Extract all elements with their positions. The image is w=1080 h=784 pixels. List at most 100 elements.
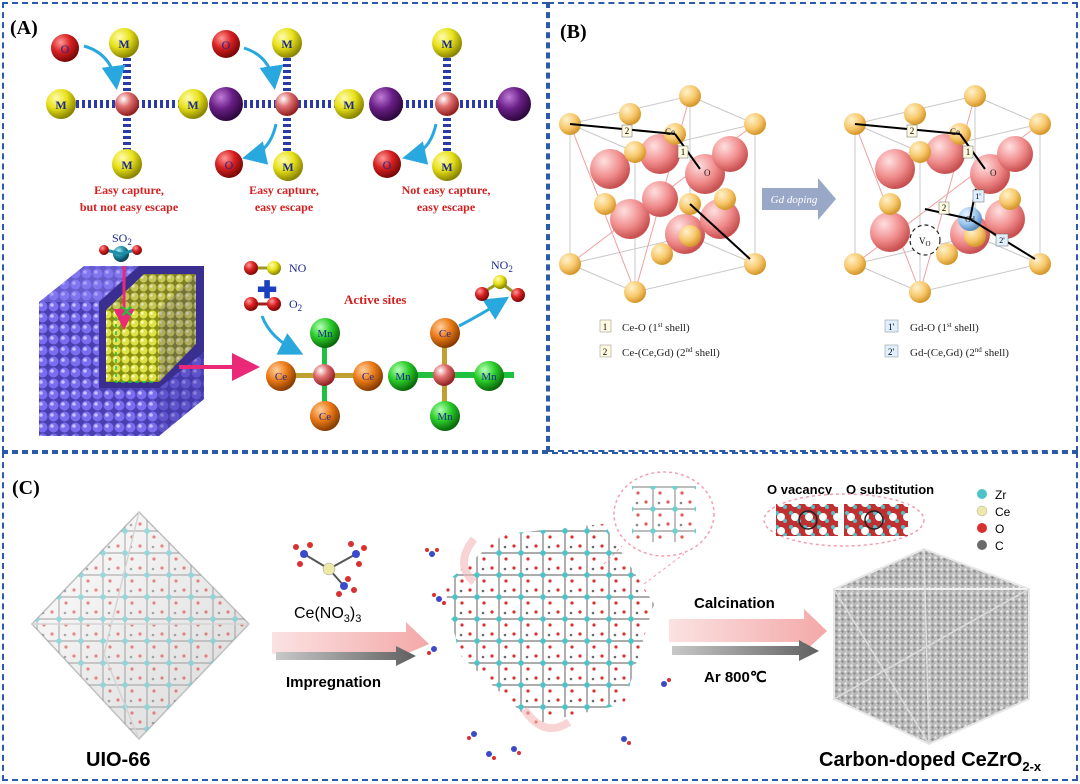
panel-a: (A) M M M M O Easy capture, but not easy… xyxy=(2,2,548,452)
green-cross: ✕ xyxy=(120,304,133,321)
center-atom xyxy=(275,92,299,116)
legend-item: 2' Gd-(Ce,Gd) (2nd shell) xyxy=(884,344,1009,359)
m-atom xyxy=(178,89,208,119)
legend-item: 1' Gd-O (1st shell) xyxy=(884,319,979,334)
svg-text:2': 2' xyxy=(999,236,1005,245)
ce-mn-site-2: Ce Mn Mn Mn xyxy=(388,296,514,431)
svg-text:Zr: Zr xyxy=(995,488,1006,502)
svg-text:O: O xyxy=(61,42,70,56)
no-label: NO xyxy=(289,261,307,275)
svg-text:M: M xyxy=(282,160,293,174)
svg-text:2': 2' xyxy=(888,347,895,357)
panel-c-svg: (C) UIO-66 Ce(NO3)3 xyxy=(12,471,1042,774)
svg-text:Ce: Ce xyxy=(319,411,331,423)
svg-text:O: O xyxy=(383,158,392,172)
adsorb-arrow xyxy=(260,315,304,355)
panel-b-svg: (B) Ce xyxy=(559,21,1051,359)
svg-text:M: M xyxy=(441,160,452,174)
legend-item: O xyxy=(977,522,1004,536)
purple-atom xyxy=(369,87,403,121)
caption-line-1: Easy capture, xyxy=(94,183,164,197)
center-atom xyxy=(115,92,139,116)
svg-text:Gd-O (1st shell): Gd-O (1st shell) xyxy=(910,321,979,334)
motif-easy-capture-easy-escape: M M M O O Easy capture, easy escape xyxy=(209,28,364,214)
legend-item: 1 Ce-O (1st shell) xyxy=(599,319,690,334)
panel-a-svg: (A) M M M M O Easy capture, but not easy… xyxy=(10,17,531,436)
vo-label: VO xyxy=(919,236,931,248)
uio66-label: UIO-66 xyxy=(86,749,150,771)
o-atom xyxy=(373,150,401,178)
panel-c: (C) UIO-66 Ce(NO3)3 xyxy=(2,452,1078,781)
ce-mn-site-1: Mn Ce Ce Ce xyxy=(266,318,383,431)
svg-text:M: M xyxy=(55,98,66,112)
m-atom xyxy=(334,89,364,119)
m-atom xyxy=(112,149,142,179)
product-label: Carbon-doped CeZrO2-x xyxy=(819,749,1042,774)
motif-easy-capture-not-escape: M M M M O Easy capture, but not easy esc… xyxy=(46,28,208,214)
legend-item: Ce xyxy=(976,505,1011,519)
svg-text:O: O xyxy=(222,38,231,52)
m-atom xyxy=(273,151,303,181)
calcination-arrow-gray xyxy=(672,640,819,661)
ar-condition-label: Ar 800℃ xyxy=(704,669,767,686)
o-substitution-strip xyxy=(844,504,908,536)
svg-text:M: M xyxy=(187,98,198,112)
svg-text:Ce: Ce xyxy=(362,371,374,383)
legend-item: 2 Ce-(Ce,Gd) (2nd shell) xyxy=(599,344,720,359)
caption-line-2: but not easy escape xyxy=(80,200,179,214)
active-sites-label: Active sites xyxy=(344,292,406,307)
o2-label: O2 xyxy=(289,297,302,313)
impregnation-arrow-gray xyxy=(276,646,416,666)
impregnation-arrow-pink xyxy=(272,622,429,654)
svg-text:M: M xyxy=(343,98,354,112)
svg-text:Ce-O (1st shell): Ce-O (1st shell) xyxy=(622,321,690,334)
svg-text:Ce: Ce xyxy=(439,328,451,340)
svg-text:2: 2 xyxy=(603,347,608,357)
svg-text:O: O xyxy=(990,168,997,178)
svg-text:1: 1 xyxy=(966,147,971,157)
m-atom xyxy=(109,28,139,58)
reactants: NO ✚ O2 Active sites xyxy=(244,261,406,355)
no2-product: NO2 xyxy=(475,258,525,302)
panel-b: (B) Ce xyxy=(548,2,1078,452)
impregnation-label: Impregnation xyxy=(286,674,381,691)
svg-text:Ce: Ce xyxy=(665,127,675,137)
capture-arrow xyxy=(243,46,284,90)
o-vacancy-label: O vacancy xyxy=(767,482,833,497)
o-atom xyxy=(51,34,79,62)
svg-text:Ce: Ce xyxy=(950,127,960,137)
svg-text:Ce: Ce xyxy=(275,371,287,383)
capture-arrow xyxy=(83,44,126,90)
purple-atom xyxy=(209,87,243,121)
calcination-label: Calcination xyxy=(694,595,775,612)
svg-text:2: 2 xyxy=(942,203,947,213)
o-vacancy-strip xyxy=(776,504,838,536)
cezro2-octahedron: Carbon-doped CeZrO2-x xyxy=(819,547,1042,774)
svg-text:Gd-(Ce,Gd) (2nd shell): Gd-(Ce,Gd) (2nd shell) xyxy=(910,346,1009,359)
svg-text:Mn: Mn xyxy=(317,328,333,340)
svg-text:Ce: Ce xyxy=(995,505,1011,519)
desorb-arrow xyxy=(458,296,510,328)
svg-text:O: O xyxy=(225,158,234,172)
ce-nitrate-molecule: Ce(NO3)3 xyxy=(293,541,367,625)
oxygen-vacancy xyxy=(909,224,941,256)
o-substitution-label: O substitution xyxy=(846,482,934,497)
svg-text:O: O xyxy=(995,522,1004,536)
svg-text:Mn: Mn xyxy=(437,411,453,423)
svg-text:1: 1 xyxy=(681,147,686,157)
uio66-octahedron: UIO-66 xyxy=(30,510,251,771)
svg-text:O: O xyxy=(704,168,711,178)
ce-nitrate-label: Ce(NO3)3 xyxy=(294,605,361,625)
svg-text:M: M xyxy=(441,37,452,51)
legend-item: Zr xyxy=(977,488,1006,502)
svg-text:Mn: Mn xyxy=(395,371,411,383)
atom-legend: Zr Ce O C xyxy=(976,488,1011,553)
svg-text:M: M xyxy=(118,37,129,51)
caption-line-1: Easy capture, xyxy=(249,183,319,197)
panel-c-label: (C) xyxy=(12,477,40,499)
svg-text:C: C xyxy=(995,539,1004,553)
svg-text:1': 1' xyxy=(888,322,895,332)
o-atom xyxy=(215,150,243,178)
catalyst-cube: ✕ SO2 xyxy=(39,231,260,436)
